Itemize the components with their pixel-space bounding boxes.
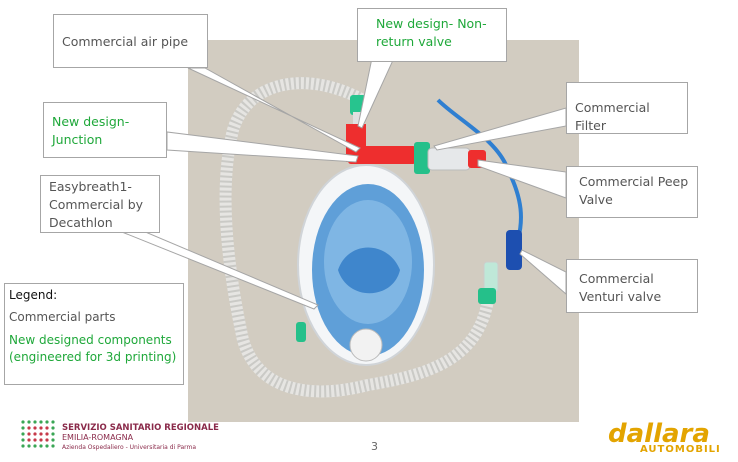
automobili-label: AUTOMOBILI <box>640 444 721 455</box>
ssr-line1: SERVIZIO SANITARIO REGIONALE <box>62 423 219 433</box>
dallara-brand-text: dallara <box>608 420 710 446</box>
dallara-logo-icon: dallara <box>608 420 710 446</box>
callout-easybreath: Easybreath1-Commercial by Decathlon <box>40 175 160 233</box>
ssr-logo-icon <box>21 420 55 448</box>
callout-peep-valve: Commercial Peep Valve <box>566 166 698 218</box>
page-number: 3 <box>371 440 378 453</box>
ssr-line3: Azienda Ospedaliero - Universitaria di P… <box>62 444 197 451</box>
legend-title: Legend: <box>9 288 58 302</box>
callout-junction: New design-Junction <box>43 102 167 158</box>
callout-filter: Commercial Filter <box>566 82 688 134</box>
legend-new-designed: New designed components (engineered for … <box>9 333 177 364</box>
callout-air-pipe: Commercial air pipe <box>53 14 208 68</box>
legend-box: Legend: Commercial parts New designed co… <box>4 283 184 385</box>
ssr-text: SERVIZIO SANITARIO REGIONALE EMILIA-ROMA… <box>62 423 219 453</box>
product-photo <box>188 40 579 422</box>
callout-venturi-valve: Commercial Venturi valve <box>566 259 698 313</box>
callout-nonreturn-valve: New design- Non-return valve <box>357 8 507 62</box>
legend-commercial: Commercial parts <box>9 310 116 324</box>
ssr-line2: EMILIA-ROMAGNA <box>62 433 134 442</box>
